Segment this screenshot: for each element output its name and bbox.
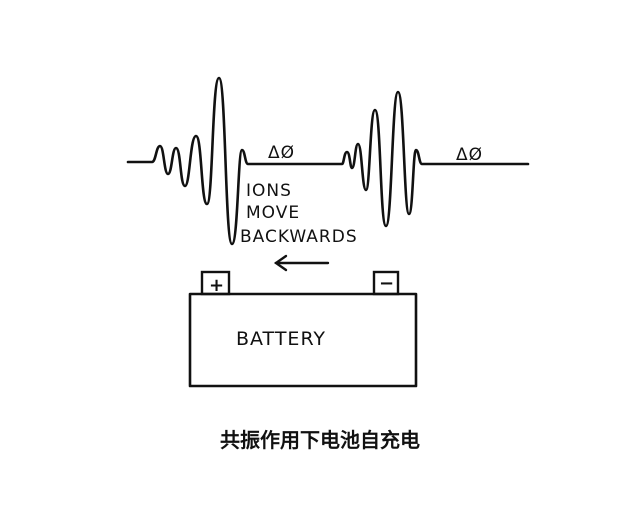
figure-caption: 共振作用下电池自充电: [220, 428, 420, 452]
ions-line-1: IONS: [246, 181, 292, 201]
wave-line: [126, 76, 530, 246]
ions-line-2: MOVE: [246, 203, 300, 223]
left-arrow-icon: [273, 254, 330, 272]
left-delta-phi-label: ΔØ: [268, 143, 295, 163]
plus-sign: +: [209, 275, 224, 296]
battery-body: [188, 292, 418, 388]
minus-terminal: [372, 270, 400, 296]
battery-label: BATTERY: [236, 328, 326, 350]
right-delta-phi-label: ΔØ: [456, 145, 483, 165]
ions-line-3: BACKWARDS: [240, 227, 358, 247]
minus-sign: −: [379, 273, 394, 294]
plus-terminal: [200, 270, 231, 296]
